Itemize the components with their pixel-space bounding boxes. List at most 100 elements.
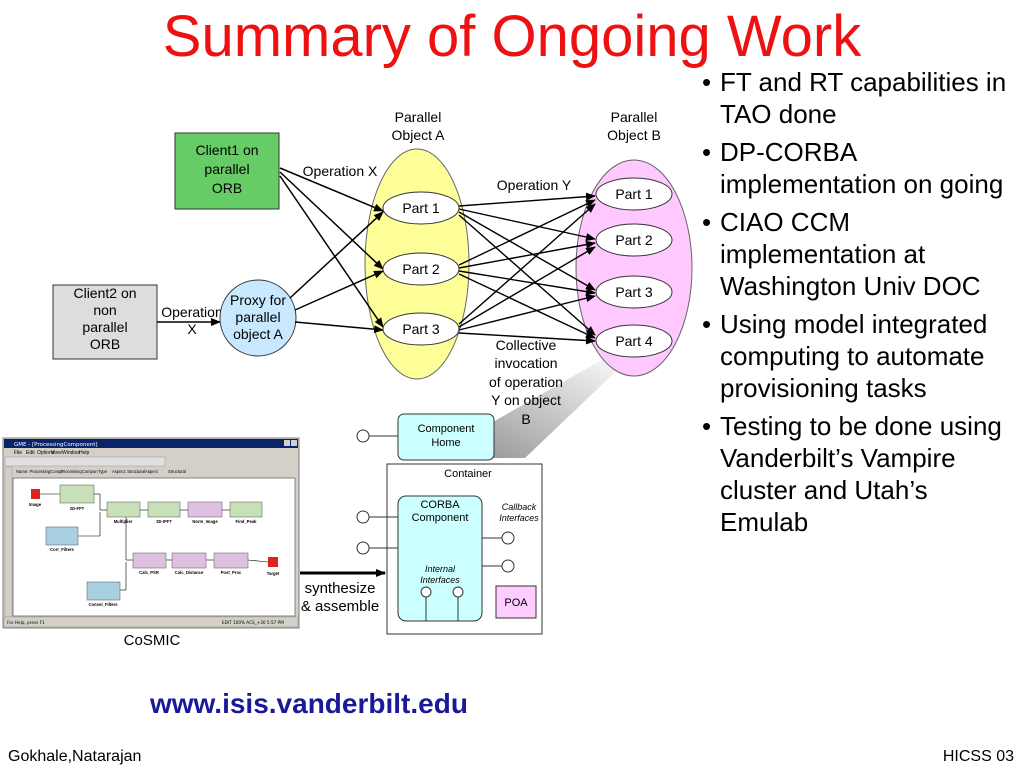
svg-text:Norm_Image: Norm_Image (192, 519, 218, 524)
svg-text:Collective: Collective (496, 337, 557, 353)
operation-x-label: X (187, 321, 197, 337)
arrow (289, 211, 384, 299)
client2-label-line: non (93, 302, 116, 318)
arrow (294, 321, 384, 334)
gme-palette (4, 466, 13, 618)
callback-label: Interfaces (499, 513, 539, 523)
footer-conference: HICSS 03 (942, 748, 1014, 765)
client1-label-line: parallel (204, 161, 249, 177)
svg-text:Aspect: StructuralAspect: Aspect: StructuralAspect (112, 469, 159, 474)
poa-label: POA (504, 597, 528, 609)
svg-text:Image: Image (29, 502, 42, 507)
svg-text:View: View (51, 450, 62, 456)
arrow (279, 175, 384, 328)
corba-component-label: Component (412, 512, 469, 524)
svg-text:B: B (521, 411, 530, 427)
b-part-1 (595, 177, 673, 211)
collective-invocation-label: Collective invocation of operation Y on … (489, 337, 563, 427)
b-part-label: Part 3 (615, 284, 653, 300)
slide-title: Summary of Ongoing Work (162, 4, 862, 69)
svg-text:Target: Target (267, 571, 280, 576)
gme-status-bar (3, 616, 299, 628)
gme-blocks (31, 484, 278, 601)
operation-x-label: Operation (161, 304, 222, 320)
object-a-label-line: Parallel (395, 109, 442, 125)
svg-text:ProcessingCompon: ProcessingCompon (61, 469, 98, 474)
proxy-label-line: Proxy for (230, 292, 286, 308)
svg-text:2D-IFFT: 2D-IFFT (156, 519, 172, 524)
bullet-item: FT and RT capabilities in TAO done (698, 66, 1018, 130)
svg-text:EDIT 100% ACS_+30 5:57 PM: EDIT 100% ACS_+30 5:57 PM (222, 620, 284, 625)
synthesize-label: synthesize (305, 580, 376, 597)
arrow (294, 270, 384, 311)
gme-toolbar (4, 456, 166, 467)
callback-label: Callback (502, 502, 537, 512)
operation-y-label: Operation Y (497, 177, 572, 193)
fan-arrows (458, 192, 596, 345)
svg-text:Name: ProcessingCompo: Name: ProcessingCompo (16, 469, 64, 474)
website-link[interactable]: www.isis.vanderbilt.edu (150, 688, 468, 719)
port-circle (356, 429, 370, 443)
client2-box (52, 284, 158, 360)
parallel-object-b (575, 159, 693, 377)
component-home-label: Component (418, 423, 475, 435)
architecture-diagram: Parallel Object A Parallel Object B Clie… (2, 109, 693, 649)
object-b-label-line: Object B (607, 127, 661, 143)
svg-text:Window: Window (62, 450, 80, 456)
container-ports (356, 510, 515, 621)
a-part-2 (382, 252, 460, 286)
gme-window: GME - [ProcessingComponent] File Edit Op… (2, 437, 300, 629)
svg-text:Structural: Structural (168, 469, 186, 474)
proxy-label-line: object A (233, 326, 283, 342)
object-b-label-line: Parallel (611, 109, 658, 125)
container-label: Container (444, 468, 492, 480)
b-part-2 (595, 223, 673, 257)
svg-text:GME - [ProcessingComponent]: GME - [ProcessingComponent] (14, 442, 98, 448)
a-part-label: Part 3 (402, 321, 440, 337)
svg-text:invocation: invocation (494, 355, 557, 371)
svg-text:Corr_Filters: Corr_Filters (50, 547, 74, 552)
proxy-circle (219, 279, 297, 357)
bullet-item: Using model integrated computing to auto… (698, 308, 1018, 404)
arrow (279, 171, 384, 270)
svg-text:Type: Type (98, 469, 108, 474)
b-part-label: Part 4 (615, 333, 653, 349)
svg-text:Edit: Edit (26, 450, 35, 456)
bullet-item: DP-CORBA implementation on going (698, 136, 1018, 200)
poa-box (495, 585, 537, 619)
svg-text:File: File (14, 450, 22, 456)
operation-x-top-label: Operation X (303, 163, 378, 179)
component-home-label: Home (431, 437, 460, 449)
svg-text:Options: Options (37, 450, 55, 456)
bullet-list: FT and RT capabilities in TAO done DP-CO… (698, 66, 1018, 544)
svg-text:Help: Help (79, 450, 90, 456)
svg-text:Calc_Distance: Calc_Distance (175, 570, 204, 575)
cosmic-label: CoSMIC (124, 632, 181, 649)
b-part-label: Part 1 (615, 186, 653, 202)
svg-text:2D-FFT: 2D-FFT (70, 506, 85, 511)
gme-menu-bar: File Edit Options View Window Help (14, 450, 90, 456)
svg-text:Multiplier: Multiplier (114, 519, 133, 524)
a-part-label: Part 2 (402, 261, 440, 277)
svg-text:For Help, press F1: For Help, press F1 (7, 620, 45, 625)
client1-label-line: Client1 on (195, 142, 258, 158)
bullet-item: Testing to be done using Vanderbilt’s Va… (698, 410, 1018, 538)
a-part-label: Part 1 (402, 200, 440, 216)
svg-text:Convol_Filters: Convol_Filters (88, 602, 118, 607)
a-part-1 (382, 191, 460, 225)
footer-authors: Gokhale,Natarajan (8, 748, 142, 765)
gme-block-labels: Image 2D-FFT Multiplier 2D-IFFT Norm_Ima… (29, 502, 280, 607)
svg-text:Post_Proc: Post_Proc (221, 570, 242, 575)
client1-box (174, 132, 280, 210)
client2-label-line: parallel (82, 319, 127, 335)
svg-text:Y on object: Y on object (491, 392, 561, 408)
b-part-3 (595, 275, 673, 309)
object-a-label-line: Object A (392, 127, 446, 143)
svg-text:Calc_PSR: Calc_PSR (139, 570, 159, 575)
gme-title-bar (4, 439, 298, 448)
b-part-label: Part 2 (615, 232, 653, 248)
gme-connections (40, 493, 269, 591)
b-part-4 (595, 324, 673, 358)
client2-label-line: Client2 on (73, 285, 136, 301)
arrow (279, 167, 384, 212)
